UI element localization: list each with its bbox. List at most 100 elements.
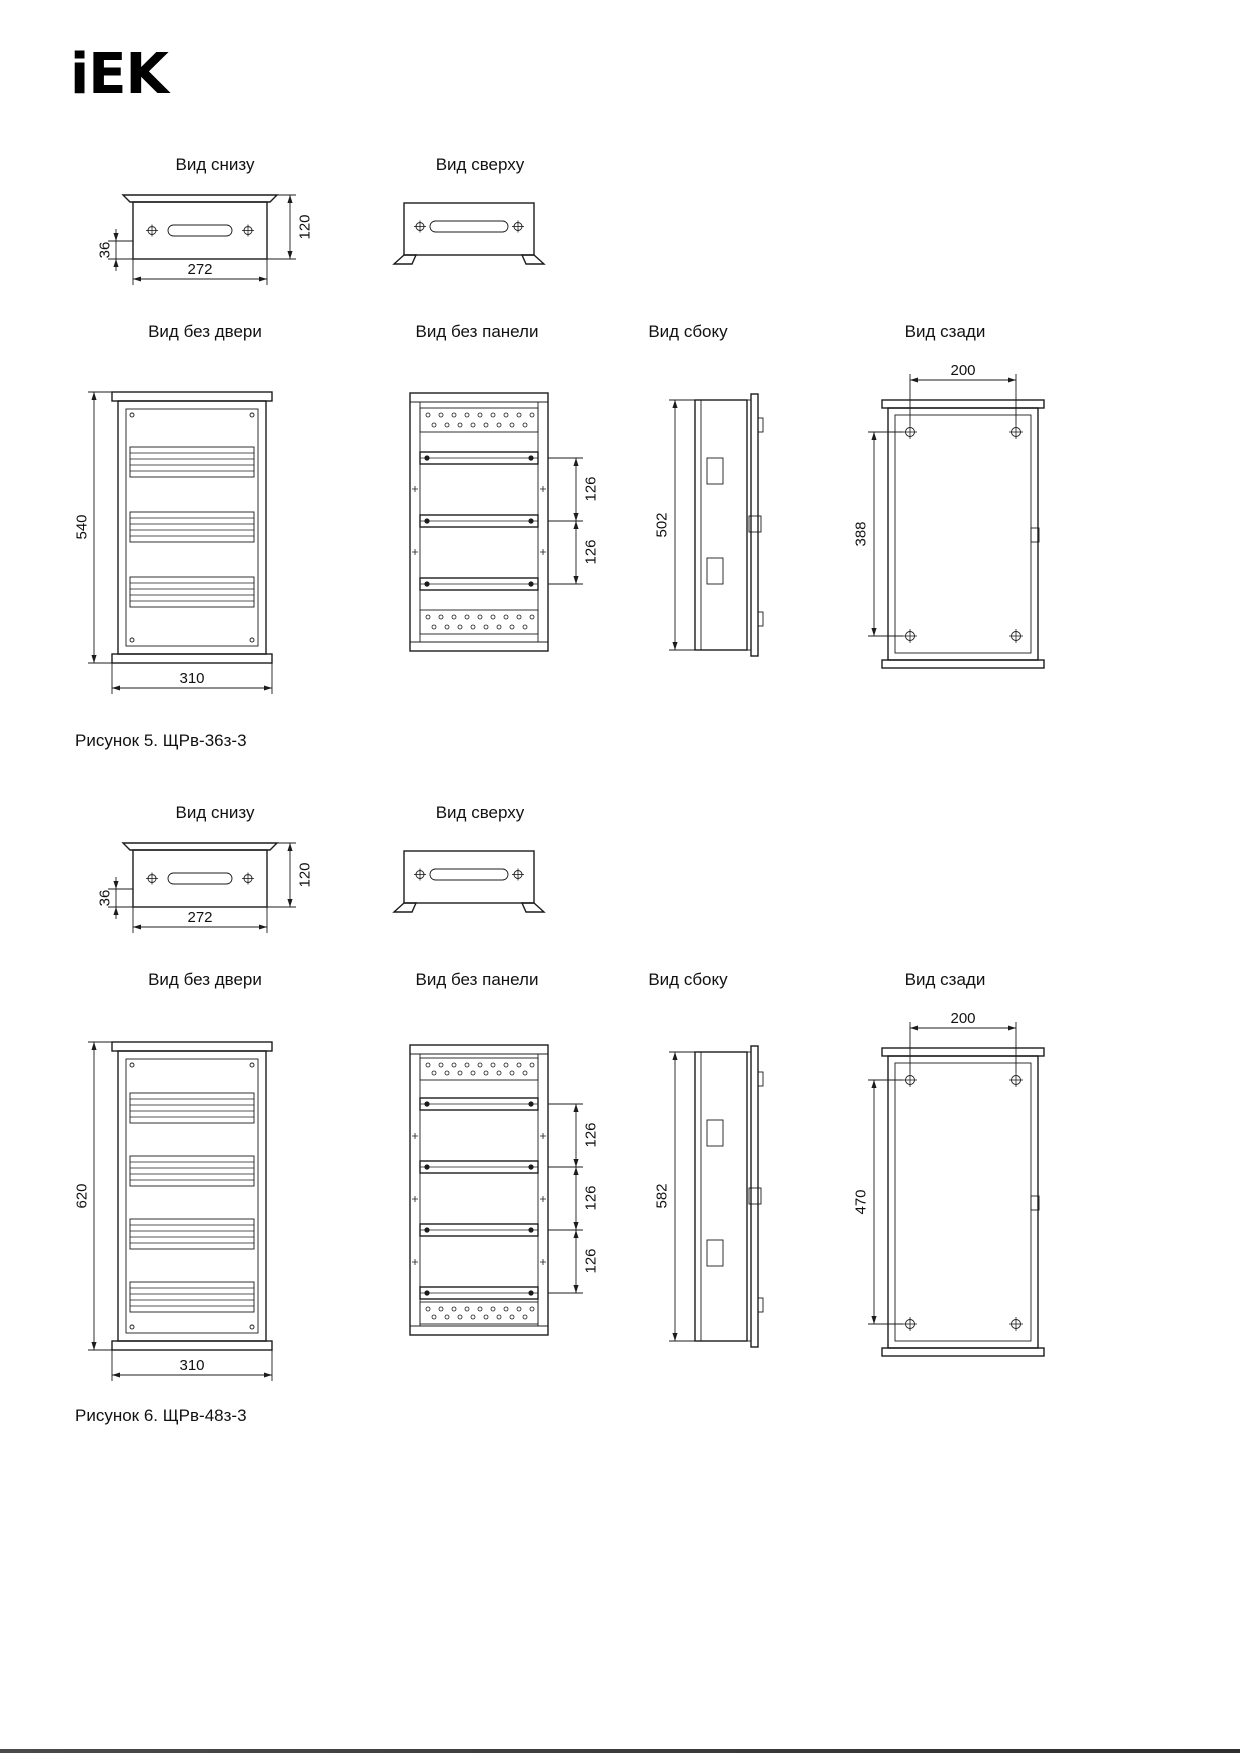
fig5-panel-view-title: Вид без панели [415, 322, 539, 341]
dim-label: 272 [187, 909, 212, 926]
dimension-width: 310 [111, 663, 273, 694]
screw-icon [1009, 425, 1023, 439]
fig6-top-view-title: Вид сверху [435, 803, 525, 822]
screw-icon [414, 868, 426, 881]
fig6-rear-view-title: Вид сзади [904, 970, 986, 989]
cabinet-front-outline [111, 1041, 273, 1351]
fig6-rear-view-drawing: 200 470 [853, 1010, 1045, 1357]
dim-label: 126 [583, 1185, 600, 1210]
cabinet-side-outline [694, 1045, 764, 1348]
latch [1030, 527, 1040, 543]
fig5-bottom-view-title: Вид снизу [175, 155, 255, 174]
dim-label: 200 [950, 362, 975, 379]
dim-label: 310 [179, 670, 204, 687]
fig5-top-view-title: Вид сверху [435, 155, 525, 174]
screw-icon [512, 868, 524, 881]
breaker-row [129, 576, 255, 608]
mount-tab [757, 417, 764, 433]
cabinet-top-outline [392, 202, 546, 265]
din-rail [419, 1097, 539, 1111]
mount-foot [520, 254, 546, 265]
fig6-front-view-title: Вид без двери [148, 970, 262, 989]
screw-icon [242, 872, 254, 885]
mount-foot [392, 902, 418, 913]
cabinet-bottom-outline [121, 194, 279, 260]
din-rail [419, 1160, 539, 1174]
dim-label: 36 [97, 242, 114, 259]
footer-rule [0, 1749, 1240, 1753]
din-rail [419, 1223, 539, 1237]
latch [748, 1187, 762, 1205]
cabinet-bottom-outline [121, 842, 279, 908]
breaker-row [129, 1218, 255, 1250]
fig6-top-view-drawing [392, 850, 546, 913]
fig5-side-view-title: Вид сбоку [648, 322, 728, 341]
breaker-row [129, 1155, 255, 1187]
din-rail [419, 1286, 539, 1300]
screw-icon [414, 220, 426, 233]
fig5-side-view-drawing: 502 [654, 393, 764, 657]
screw-icon [903, 425, 917, 439]
latch [748, 515, 762, 533]
screw-icon [903, 629, 917, 643]
mount-tab [757, 611, 764, 627]
mount-foot [520, 902, 546, 913]
screw-icon [903, 1073, 917, 1087]
din-rail [419, 451, 539, 465]
dimension-rail-spacing: 126 126 126 [548, 1103, 600, 1294]
dimension-width: 310 [111, 1350, 273, 1381]
perforation-strip-top [419, 407, 539, 433]
fig5-panel-view-drawing: 126 126 [409, 392, 600, 652]
dim-label: 388 [853, 521, 870, 546]
cabinet-rear-outline [881, 399, 1045, 669]
dimension-rail-spacing: 126 126 [548, 457, 600, 585]
dim-label: 120 [297, 214, 314, 239]
fig6-caption: Рисунок 6. ЩРв-48з-3 [75, 1406, 247, 1425]
dim-label: 272 [187, 261, 212, 278]
cabinet-rear-outline [881, 1047, 1045, 1357]
dim-label: 502 [654, 512, 671, 537]
cabinet-side-outline [694, 393, 764, 657]
iek-logo: iEK [70, 42, 169, 107]
screw-icon [242, 224, 254, 237]
fig6-front-view-drawing: 620 310 [74, 1041, 273, 1381]
breaker-row [129, 1092, 255, 1124]
breaker-row [129, 446, 255, 478]
perforation-strip-bottom [419, 1301, 539, 1325]
dimension-hole-width: 200 [909, 1010, 1017, 1073]
latch [1030, 1195, 1040, 1211]
fig6-panel-view-title: Вид без панели [415, 970, 539, 989]
dim-label: 126 [583, 539, 600, 564]
screw-icon [903, 1317, 917, 1331]
cabinet-frame [409, 392, 549, 652]
dim-label: 470 [853, 1189, 870, 1214]
dimension-depth: 120 [267, 842, 314, 908]
screw-icon [1009, 629, 1023, 643]
fig6-side-view-drawing: 582 [654, 1045, 764, 1348]
fig5-front-view-drawing: 540 310 [74, 391, 273, 694]
screw-icon [512, 220, 524, 233]
perforation-strip-bottom [419, 609, 539, 635]
knockout [706, 1119, 724, 1147]
dimension-depth-inner: 36 [97, 877, 133, 919]
dimension-height: 502 [654, 399, 695, 651]
dimension-width: 272 [132, 259, 268, 285]
knockout [706, 1239, 724, 1267]
dim-label: 36 [97, 890, 114, 907]
dimension-height: 620 [74, 1041, 112, 1351]
breaker-row [129, 1281, 255, 1313]
screw-icon [1009, 1317, 1023, 1331]
screw-icon [1009, 1073, 1023, 1087]
screw-icon [146, 872, 158, 885]
fig6-bottom-view-drawing: 36 272 120 [97, 842, 314, 933]
fig5-caption: Рисунок 5. ЩРв-36з-3 [75, 731, 247, 750]
mount-foot [392, 254, 418, 265]
fig6-panel-view-drawing: 126 126 126 [409, 1044, 600, 1336]
dim-label: 126 [583, 476, 600, 501]
dim-label: 540 [74, 514, 91, 539]
dimension-hole-height: 388 [853, 431, 903, 637]
dimension-depth-inner: 36 [97, 229, 133, 271]
knockout [706, 557, 724, 585]
cabinet-front-outline [111, 391, 273, 664]
